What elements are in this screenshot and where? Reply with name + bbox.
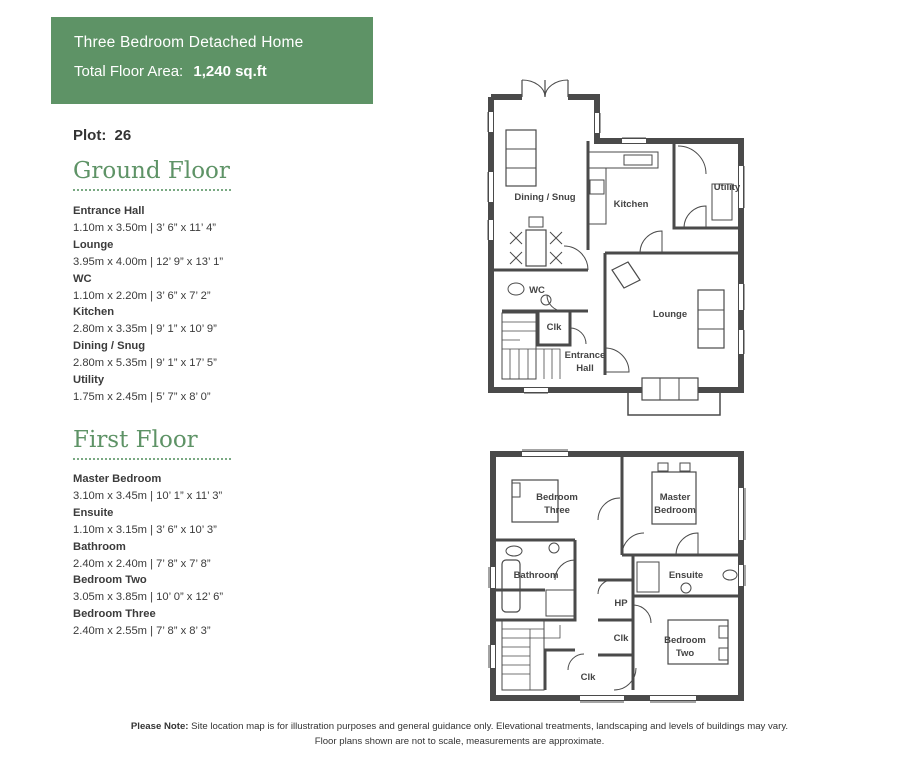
- bathroom-label: Bathroom: [514, 570, 559, 581]
- note-line-1: Please Note: Site location map is for il…: [0, 720, 919, 735]
- home-type-title: Three Bedroom Detached Home: [74, 34, 304, 51]
- bedroom-three-label-1: Bedroom: [536, 492, 578, 503]
- room-name: Utility: [73, 374, 105, 387]
- room-dims: 1.10m x 3.15m | 3’ 6” x 10’ 3”: [73, 523, 217, 536]
- ground-floor-room-list: Entrance Hall 1.10m x 3.50m | 3’ 6” x 11…: [73, 203, 223, 406]
- utility-label: Utility: [714, 182, 741, 193]
- room-name: Dining / Snug: [73, 340, 146, 353]
- bedroom-two-label-1: Bedroom: [664, 635, 706, 646]
- room-dims: 3.95m x 4.00m | 12’ 9” x 13’ 1”: [73, 255, 224, 268]
- clk-upper-label: Clk: [614, 633, 630, 644]
- plot-number: Plot: 26: [73, 127, 131, 144]
- note-line-2: Floor plans shown are not to scale, meas…: [314, 735, 605, 747]
- kitchen-label: Kitchen: [614, 199, 649, 210]
- room-dims: 3.05m x 3.85m | 10’ 0” x 12’ 6”: [73, 591, 224, 604]
- room-name: Bathroom: [73, 540, 126, 553]
- room-name: Master Bedroom: [73, 473, 162, 485]
- first-floor-room-list: Master Bedroom 3.10m x 3.45m | 10’ 1” x …: [73, 471, 223, 640]
- room-name: Bedroom Two: [73, 574, 147, 587]
- dining-label: Dining / Snug: [514, 192, 575, 203]
- bedroom-two-label-2: Two: [676, 648, 694, 659]
- room-dims: 2.40m x 2.40m | 7’ 8” x 7’ 8”: [73, 557, 211, 570]
- room-name: Bedroom Three: [73, 608, 156, 621]
- lounge-label: Lounge: [653, 309, 687, 320]
- ensuite-label: Ensuite: [669, 570, 703, 581]
- entrance-label: Entrance: [565, 350, 606, 361]
- room-dims: 2.80m x 3.35m | 9’ 1” x 10’ 9”: [73, 323, 217, 336]
- master-bedroom-label-1: Master: [660, 492, 691, 503]
- room-dims: 2.40m x 2.55m | 7’ 8” x 8’ 3”: [73, 625, 211, 638]
- first-floor-heading: First Floor: [73, 427, 231, 460]
- hp-label: HP: [614, 598, 628, 609]
- note-bold: Please Note:: [130, 721, 189, 732]
- room-name: Entrance Hall: [73, 205, 145, 217]
- area-label: Total Floor Area:: [74, 63, 184, 80]
- room-dims: 1.10m x 2.20m | 3’ 6” x 7’ 2”: [73, 289, 211, 302]
- room-name: Kitchen: [73, 306, 115, 319]
- ground-floor-plan: [487, 79, 745, 416]
- room-name: WC: [73, 272, 92, 285]
- header-box: Three Bedroom Detached Home Total Floor …: [51, 17, 373, 104]
- ground-floor-heading: Ground Floor: [73, 158, 231, 191]
- clk-label: Clk: [547, 322, 563, 333]
- note-text-1: Site location map is for illustration pu…: [188, 721, 789, 732]
- total-floor-area: Total Floor Area: 1,240 sq.ft: [74, 63, 373, 80]
- bedroom-three-label-2: Three: [544, 505, 570, 516]
- clk-landing-label: Clk: [581, 672, 597, 683]
- plot-value: 26: [114, 127, 132, 144]
- plot-label: Plot:: [73, 127, 107, 144]
- disclaimer-note: Please Note: Site location map is for il…: [0, 720, 919, 749]
- first-floor-plan: [488, 449, 746, 703]
- room-dims: 1.75m x 2.45m | 5’ 7” x 8’ 0”: [73, 390, 211, 403]
- hall-label: Hall: [576, 363, 593, 374]
- room-dims: 3.10m x 3.45m | 10’ 1” x 11’ 3”: [73, 489, 223, 502]
- room-dims: 2.80m x 5.35m | 9’ 1” x 17’ 5”: [73, 357, 217, 370]
- room-name: Ensuite: [73, 506, 114, 519]
- room-name: Lounge: [73, 238, 114, 251]
- master-bedroom-label-2: Bedroom: [654, 505, 696, 516]
- room-dims: 1.10m x 3.50m | 3’ 6” x 11’ 4”: [73, 221, 217, 234]
- wc-label: WC: [529, 285, 545, 296]
- area-value: 1,240 sq.ft: [193, 63, 267, 80]
